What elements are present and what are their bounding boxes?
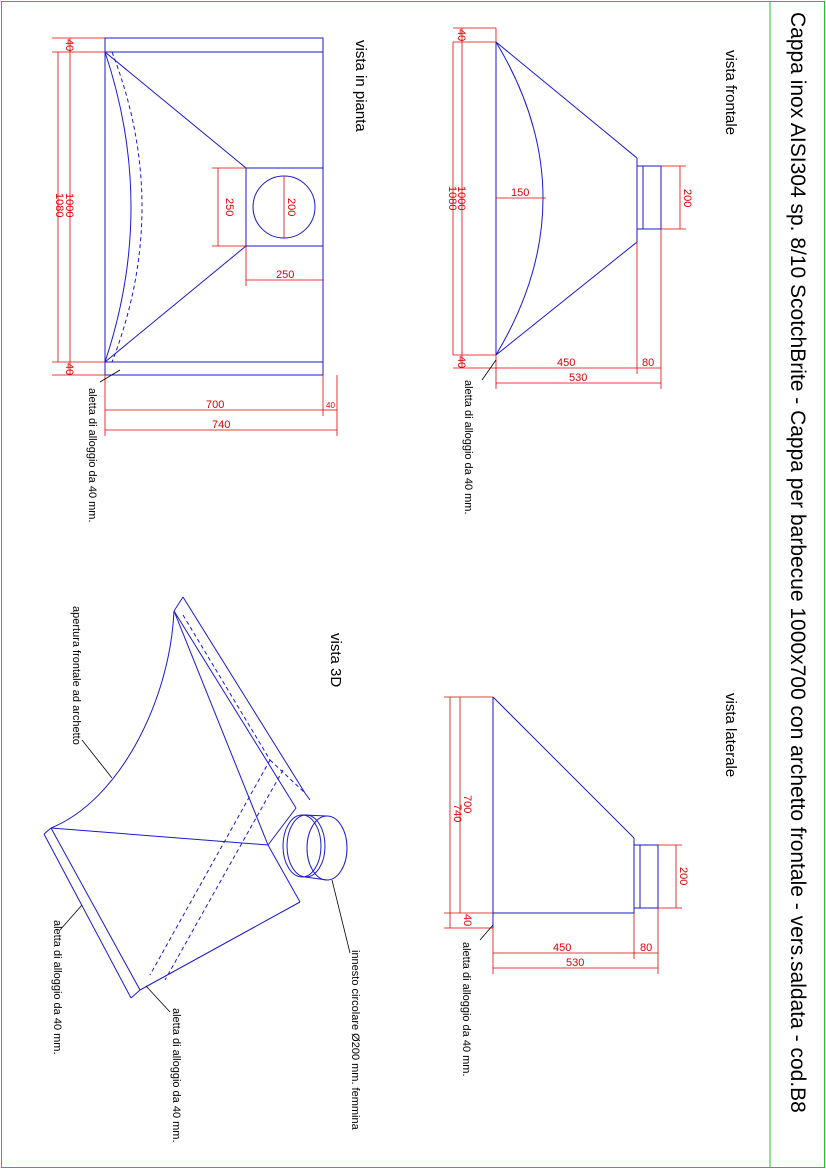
leader-flange-mid	[145, 985, 171, 1013]
side-dim-200: 200	[677, 867, 689, 885]
plan-dimensions	[52, 37, 338, 436]
side-dim-40: 40	[461, 914, 473, 926]
plan-dim-40-side: 40	[326, 401, 335, 410]
v3d-spigot-outer-ring	[306, 815, 348, 881]
view3d-spigot-note: innesto circolare Ø200 mm. femmina	[349, 950, 361, 1131]
v3d-front-flange-inner	[50, 827, 141, 991]
front-dim-40-top: 40	[455, 29, 467, 41]
front-top-edge	[495, 41, 638, 159]
side-dim-740: 740	[451, 804, 463, 822]
leader-spigot	[331, 879, 351, 954]
view-3d: vista 3D apertura frontale ad archetto a…	[43, 596, 361, 1143]
v3d-collar-edge	[267, 844, 301, 903]
front-bottom-edge	[495, 241, 638, 356]
v3d-hidden-edge-2	[149, 759, 271, 976]
plan-dim-1000: 1000	[63, 193, 75, 217]
v3d-back-flange-inner	[173, 610, 297, 809]
front-spigot	[636, 165, 662, 230]
plan-dim-1080: 1080	[53, 193, 65, 217]
view3d-leaders	[59, 739, 351, 1013]
v3d-roof-edge-back	[173, 610, 269, 846]
view3d-geometry	[43, 596, 348, 999]
side-dim-700: 700	[461, 795, 473, 813]
side-dim-80: 80	[640, 942, 652, 954]
v3d-hidden-edge-1	[182, 614, 271, 761]
front-dimensions	[452, 27, 686, 389]
front-dim-80: 80	[642, 357, 654, 369]
v3d-spigot-inner-ring-2	[286, 814, 326, 878]
front-dim-1000: 1000	[455, 186, 467, 210]
v3d-back-flange-outer	[182, 596, 306, 794]
plan-edge-top	[104, 51, 247, 169]
plan-dim-40-top: 40	[63, 39, 75, 51]
front-dim-150: 150	[511, 187, 529, 199]
front-dim-450: 450	[557, 357, 575, 369]
plan-dim-700: 700	[206, 399, 224, 411]
plan-note-leader	[99, 369, 121, 383]
plan-dim-250-vertical: 250	[223, 198, 235, 216]
plan-front-arch	[104, 51, 132, 363]
view3d-flange-left-note: aletta di alloggio da 40 mm.	[51, 920, 63, 1055]
v3d-hidden-edge-3	[164, 769, 284, 981]
v3d-spigot-inner-ring	[282, 814, 322, 878]
front-note-leader	[481, 359, 497, 381]
front-dim-530: 530	[569, 372, 587, 384]
front-dim-40-bottom: 40	[455, 356, 467, 368]
view3d-arch-note: apertura frontale ad archetto	[70, 606, 82, 745]
leader-flange-left	[59, 904, 83, 931]
v3d-front-flange-outer	[43, 833, 132, 999]
plan-view: vista in pianta 40 1000 1080 40 250 200 …	[52, 37, 369, 523]
plan-dim-40-bottom: 40	[63, 363, 75, 375]
view3d-label: vista 3D	[327, 633, 344, 687]
side-spigot	[633, 844, 659, 909]
plan-edge-bottom	[104, 245, 247, 363]
v3d-hidden-edge-4	[269, 759, 306, 794]
side-dim-450: 450	[553, 942, 571, 954]
front-dim-1080: 1080	[446, 186, 458, 210]
side-slope-edge	[492, 696, 635, 839]
view3d-flange-mid-note: aletta di alloggio da 40 mm.	[170, 1008, 182, 1143]
plan-dim-250-horizontal: 250	[276, 269, 294, 281]
side-view: vista laterale 700 740 40 200 450 80 530…	[444, 693, 739, 1077]
side-dim-530: 530	[566, 957, 584, 969]
plan-front-arch-hidden	[111, 51, 143, 363]
plan-dim-740: 740	[212, 419, 230, 431]
side-view-label: vista laterale	[722, 693, 739, 777]
plan-geometry	[104, 37, 324, 376]
v3d-side-edge	[139, 901, 301, 991]
front-dim-200: 200	[681, 189, 693, 207]
plan-flange-note: aletta di alloggio da 40 mm.	[86, 388, 98, 523]
front-view: vista frontale 40 1000 1080 40 150 200 4…	[446, 27, 739, 515]
drawing-title: Cappa inox AISI304 sp. 8/10 ScotchBrite …	[786, 12, 809, 1113]
side-geometry	[492, 696, 659, 928]
plan-view-label: vista in pianta	[352, 40, 369, 132]
side-dimensions	[444, 696, 682, 974]
side-flange-note: aletta di alloggio da 40 mm.	[460, 942, 472, 1077]
leader-arch	[81, 739, 113, 779]
plan-dim-200: 200	[285, 198, 297, 216]
side-note-leader	[479, 924, 494, 941]
v3d-front-arch	[50, 610, 175, 829]
front-view-label: vista frontale	[722, 50, 739, 135]
front-flange-note: aletta di alloggio da 40 mm.	[462, 380, 474, 515]
v3d-roof-edge-front	[50, 827, 269, 846]
plan-spigot-square	[245, 167, 324, 247]
